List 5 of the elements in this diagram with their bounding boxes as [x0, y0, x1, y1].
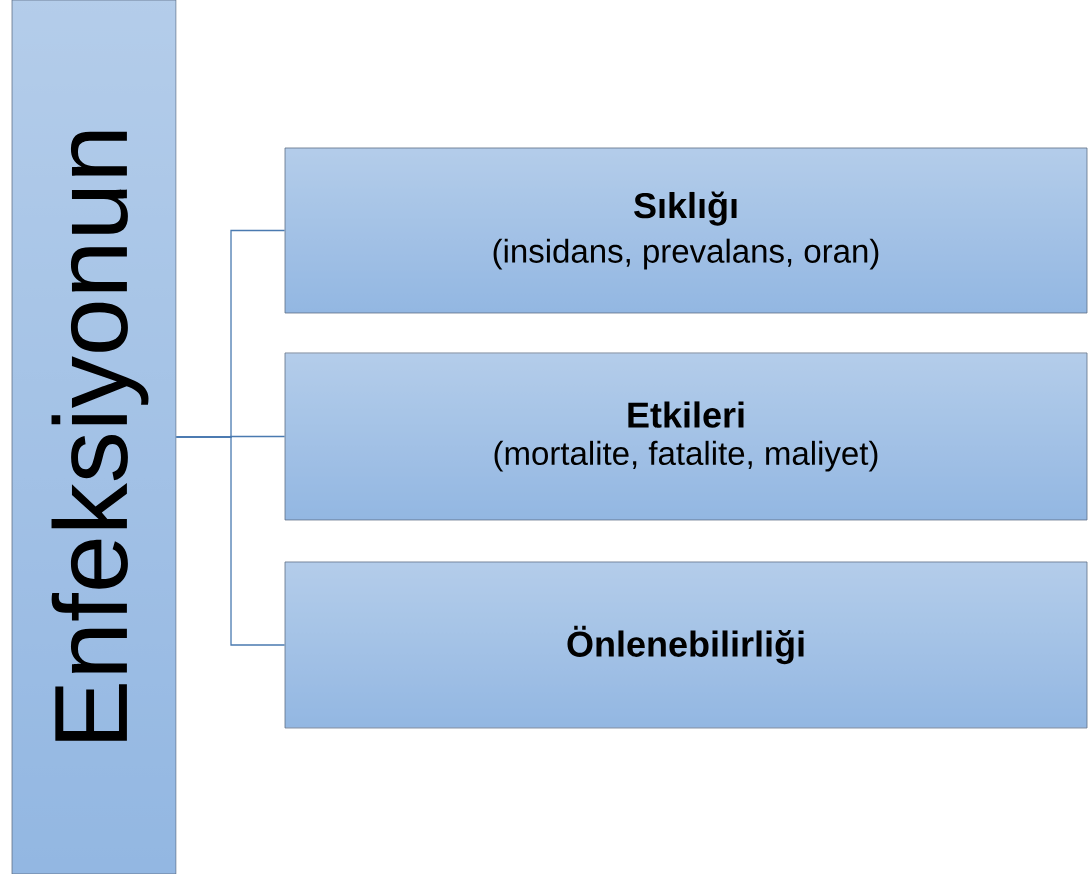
- vertical-title-box: Enfeksiyonun: [11, 0, 177, 874]
- category-box: Önlenebilirliği: [284, 561, 1088, 729]
- category-box: Etkileri (mortalite, fatalite, maliyet): [284, 352, 1088, 521]
- category-box: Sıklığı (insidans, prevalans, oran): [284, 147, 1088, 314]
- connector-line: [175, 436, 286, 646]
